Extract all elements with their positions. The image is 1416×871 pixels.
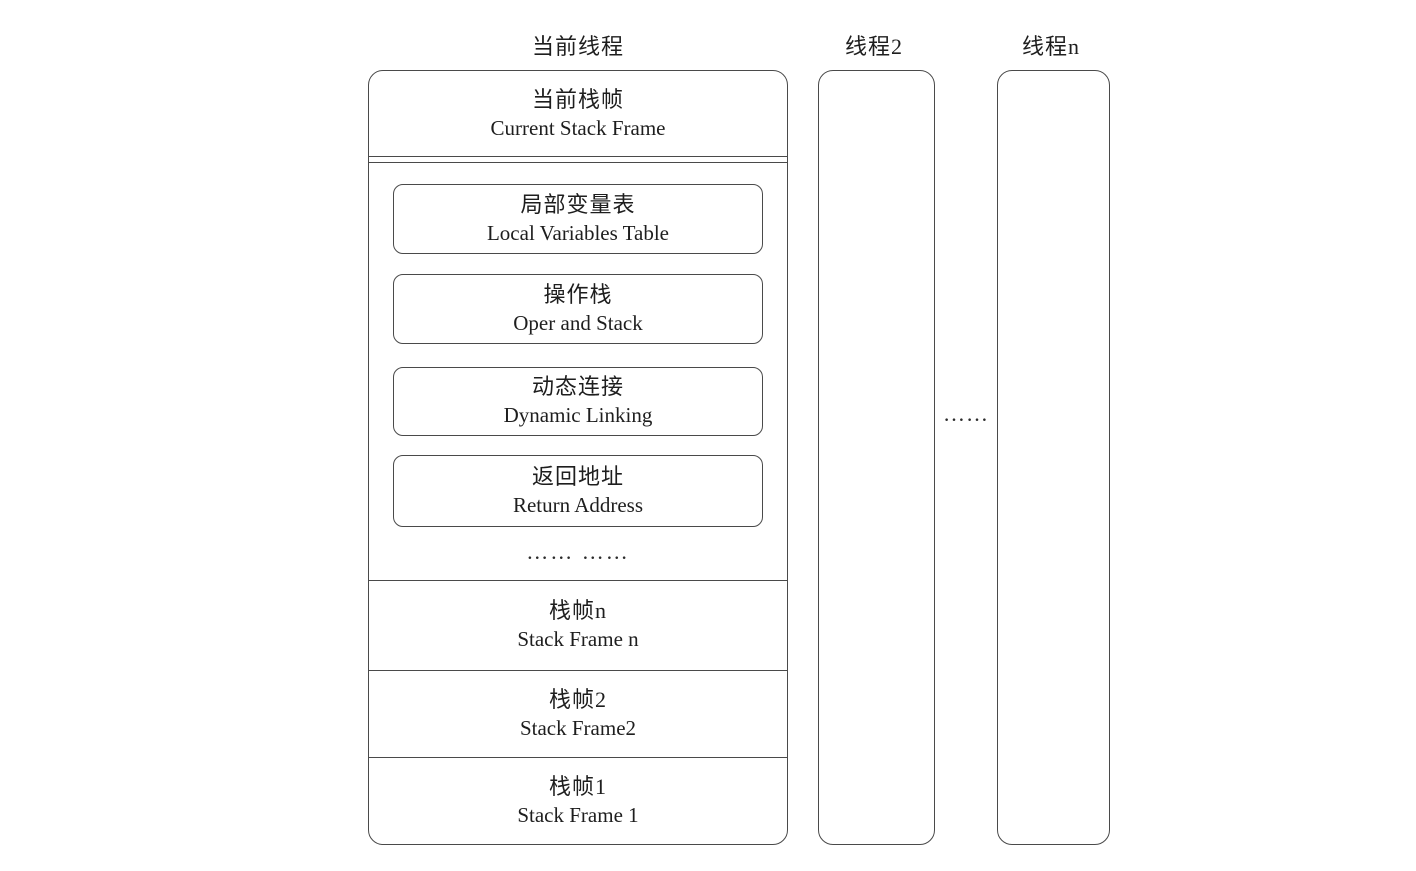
current-stack-frame-header: 当前栈帧 Current Stack Frame bbox=[369, 71, 787, 157]
between-threads-ellipsis: …… bbox=[943, 401, 989, 426]
stack-frame-1-label-zh: 栈帧1 bbox=[548, 773, 607, 799]
return-address-label-en: Return Address bbox=[512, 492, 644, 517]
current-stack-frame-title-zh: 当前栈帧 bbox=[531, 86, 624, 112]
local-variables-table-label-zh: 局部变量表 bbox=[520, 191, 636, 217]
stack-frame-1-label-en: Stack Frame 1 bbox=[517, 802, 639, 827]
dynamic-linking-label-en: Dynamic Linking bbox=[503, 403, 653, 427]
stack-frame-n-label-en: Stack Frame n bbox=[517, 627, 639, 651]
stack-frame-n-label-zh: 栈帧n bbox=[548, 598, 607, 623]
return-address-box: 返回地址 Return Address bbox=[393, 454, 763, 527]
stack-frame-n-section: 栈帧n Stack Frame n bbox=[369, 581, 787, 671]
threadn-label: 线程n bbox=[1021, 34, 1081, 59]
local-variables-table-label-en: Local Variables Table bbox=[486, 220, 670, 245]
current-thread-label: 当前线程 bbox=[531, 34, 625, 59]
operand-stack-label-zh: 操作栈 bbox=[543, 281, 613, 307]
operand-stack-box: 操作栈 Oper and Stack bbox=[393, 273, 763, 344]
dynamic-linking-box: 动态连接 Dynamic Linking bbox=[393, 366, 763, 436]
thread2-stack-box bbox=[818, 70, 935, 845]
threadn-stack-box bbox=[997, 70, 1110, 845]
thread2-label: 线程2 bbox=[844, 34, 904, 59]
current-frame-parts-section: 局部变量表 Local Variables Table 操作栈 Oper and… bbox=[369, 161, 787, 581]
current-thread-stack-box: 当前栈帧 Current Stack Frame 局部变量表 Local Var… bbox=[368, 70, 788, 845]
operand-stack-label-en: Oper and Stack bbox=[513, 310, 643, 335]
stack-frame-1-section: 栈帧1 Stack Frame 1 bbox=[369, 758, 787, 845]
frame-parts-ellipsis: …… …… bbox=[526, 538, 630, 564]
stack-frame-2-section: 栈帧2 Stack Frame2 bbox=[369, 671, 787, 758]
return-address-label-zh: 返回地址 bbox=[531, 463, 624, 489]
current-stack-frame-title-en: Current Stack Frame bbox=[490, 115, 666, 140]
dynamic-linking-label-zh: 动态连接 bbox=[531, 374, 624, 399]
stack-frame-2-label-zh: 栈帧2 bbox=[548, 686, 607, 712]
stack-frame-2-label-en: Stack Frame2 bbox=[519, 715, 637, 740]
local-variables-table-box: 局部变量表 Local Variables Table bbox=[393, 183, 763, 254]
